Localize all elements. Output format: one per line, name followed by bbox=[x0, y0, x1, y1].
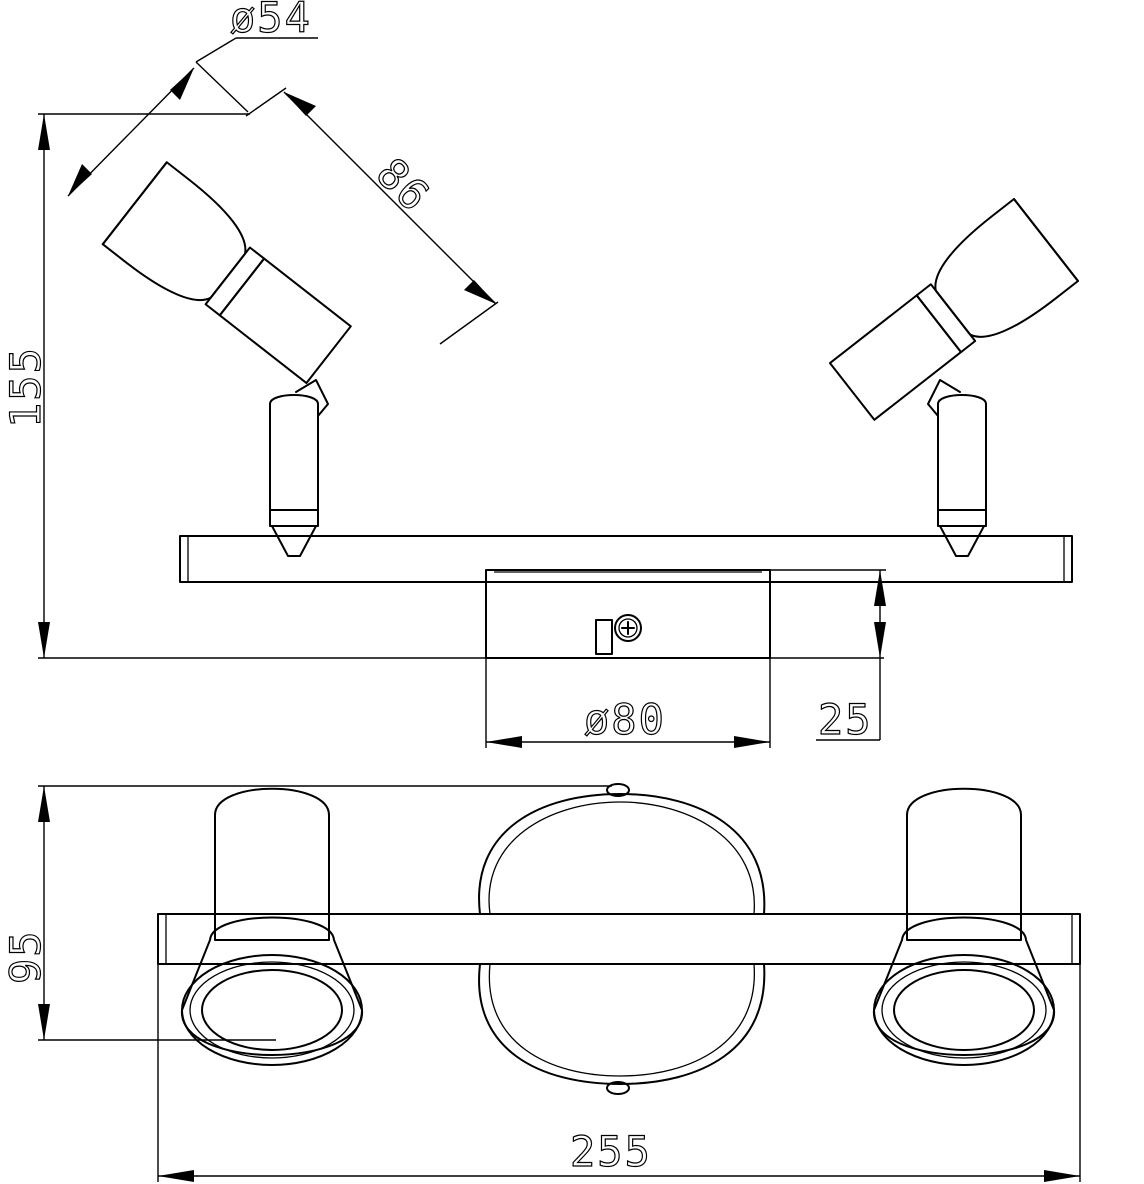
dim-base-height: 25 bbox=[818, 695, 873, 744]
dim-total-height: 155 bbox=[1, 346, 50, 428]
top-view bbox=[157, 783, 1081, 1095]
dimension-lines bbox=[38, 37, 1081, 1182]
dim-shade-length: 86 bbox=[367, 148, 440, 221]
dim-base-diameter: ø80 bbox=[584, 695, 666, 744]
dim-top-depth: 95 bbox=[1, 929, 50, 984]
dim-total-width: 255 bbox=[570, 1127, 652, 1176]
side-view bbox=[101, 161, 1080, 659]
dim-shade-diameter: ø54 bbox=[230, 0, 312, 42]
